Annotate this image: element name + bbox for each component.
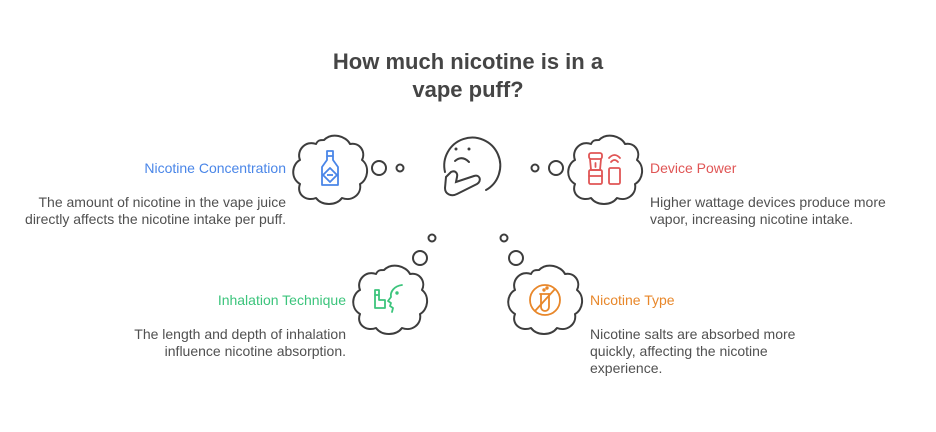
cloud-nicotine-type [507,264,584,335]
desc-device-power: Higher wattage devices produce more vapo… [650,194,886,227]
thinking-face-icon [443,136,502,197]
thought-bubble-large [412,250,428,266]
label-inhalation-technique: Inhalation Technique [217,292,346,308]
thought-bubble-small [530,163,540,173]
thought-bubble-small [395,163,405,173]
thought-bubble-small [499,233,509,243]
inhaler-face-icon [374,284,403,313]
thought-bubble-large [508,250,524,266]
thought-bubble-small [427,233,437,243]
title-line-1: How much nicotine is in a [332,49,604,74]
page-title: How much nicotine is in a vape puff? [0,48,936,104]
desc-nicotine-concentration: The amount of nicotine in the vape juice… [25,194,286,227]
label-device-power: Device Power [650,160,737,176]
cloud-inhalation-technique [352,264,429,335]
desc-inhalation-technique: The length and depth of inhalation influ… [134,326,346,359]
label-nicotine-type: Nicotine Type [590,292,675,308]
cloud-nicotine-concentration [292,134,369,205]
vape-device-icon [588,152,621,185]
desc-nicotine-type: Nicotine salts are absorbed more quickly… [590,326,796,376]
title-line-2: vape puff? [412,77,524,102]
thought-bubble-large [548,160,564,176]
label-nicotine-concentration: Nicotine Concentration [144,160,286,176]
thought-bubble-large [371,160,387,176]
bottle-icon [321,150,339,186]
cloud-device-power [567,134,644,205]
no-test-tube-icon [529,284,561,316]
